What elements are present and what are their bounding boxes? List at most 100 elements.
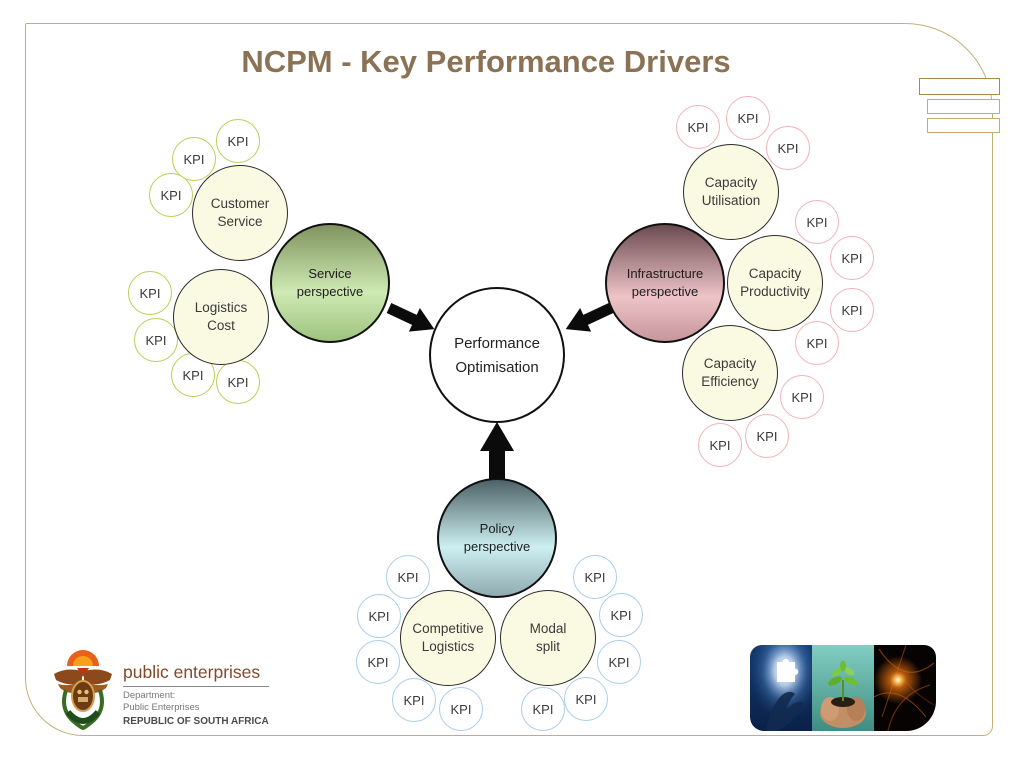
kpi-label: KPI [227,133,249,149]
kpi-label: KPI [687,119,709,135]
customer-service-circle: Customer Service [192,165,288,261]
kpi-circle-service: KPI [171,353,215,397]
photo-light-fibers [874,645,936,731]
kpi-circle-policy: KPI [386,555,430,599]
photo-strip [750,645,936,731]
kpi-circle-service: KPI [216,360,260,404]
policy-perspective-circle: Policy perspective [437,478,557,598]
kpi-label: KPI [709,437,731,453]
kpi-label: KPI [777,140,799,156]
service-perspective-circle: Service perspective [270,223,390,343]
kpi-label: KPI [160,187,182,203]
kpi-label: KPI [139,285,161,301]
competitive-logistics-circle: Competitive Logistics [400,590,496,686]
kpi-label: KPI [450,701,472,717]
kpi-circle-policy: KPI [439,687,483,731]
circle-label: Competitive [412,621,484,637]
kpi-label: KPI [145,332,167,348]
capacity-productivity-circle: Capacity Productivity [727,235,823,331]
circle-label: Capacity [748,266,802,282]
kpi-circle-infrastructure: KPI [830,288,874,332]
kpi-label: KPI [841,250,863,266]
kpi-circle-infrastructure: KPI [676,105,720,149]
kpi-label: KPI [806,214,828,230]
photo-plant-hands [812,645,874,731]
circle-label: Capacity [703,356,757,372]
slide-border [25,23,993,736]
kpi-label: KPI [403,692,425,708]
coat-of-arms-icon [54,650,112,731]
kpi-label: KPI [806,335,828,351]
kpi-label: KPI [227,374,249,390]
circle-label: Efficiency [701,374,759,389]
circle-label: perspective [463,539,531,554]
kpi-label: KPI [610,607,632,623]
photo-puzzle-hand [750,645,812,731]
kpi-circle-policy: KPI [564,677,608,721]
circle-label: Modal [529,621,567,637]
kpi-circle-policy: KPI [573,555,617,599]
kpi-circle-infrastructure: KPI [726,96,770,140]
kpi-circle-policy: KPI [356,640,400,684]
logo-text-block: public enterprises Department: Public En… [123,662,269,729]
circle-label: Logistics [194,300,248,316]
kpi-label: KPI [397,569,419,585]
kpi-label: KPI [841,302,863,318]
kpi-circle-policy: KPI [392,678,436,722]
circle-label: perspective [631,284,699,299]
modal-split-circle: Modal split [500,590,596,686]
kpi-label: KPI [532,701,554,717]
capacity-efficiency-circle: Capacity Efficiency [682,325,778,421]
kpi-circle-policy: KPI [521,687,565,731]
kpi-label: KPI [791,389,813,405]
kpi-label: KPI [367,654,389,670]
circle-label: Service [308,266,352,282]
kpi-circle-service: KPI [149,173,193,217]
logo-org-name: public enterprises [123,662,269,687]
circle-label: Cost [207,318,235,333]
kpi-circle-service: KPI [134,318,178,362]
kpi-circle-infrastructure: KPI [830,236,874,280]
kpi-circle-service: KPI [128,271,172,315]
kpi-circle-policy: KPI [357,594,401,638]
logo-country: REPUBLIC OF SOUTH AFRICA [123,715,269,727]
kpi-label: KPI [608,654,630,670]
circle-label: split [535,639,560,654]
circle-label: Performance [454,334,540,352]
kpi-label: KPI [183,151,205,167]
kpi-circle-infrastructure: KPI [795,200,839,244]
kpi-label: KPI [182,367,204,383]
kpi-circle-policy: KPI [597,640,641,684]
circle-label: perspective [296,284,364,299]
kpi-circle-infrastructure: KPI [745,414,789,458]
decor-bar-2 [927,99,1000,114]
kpi-label: KPI [368,608,390,624]
kpi-circle-infrastructure: KPI [766,126,810,170]
circle-label: Productivity [740,284,810,299]
circle-label: Infrastructure [626,266,704,282]
kpi-circle-infrastructure: KPI [795,321,839,365]
performance-optimisation-circle: Performance Optimisation [429,287,565,423]
logo-dept-name: Public Enterprises [123,702,200,714]
kpi-label: KPI [575,691,597,707]
page-title: NCPM - Key Performance Drivers [241,44,731,79]
circle-label: Policy [479,521,515,537]
circle-label: Optimisation [455,358,539,376]
kpi-circle-infrastructure: KPI [780,375,824,419]
circle-label: Utilisation [701,193,761,208]
kpi-label: KPI [756,428,778,444]
circle-label: Service [217,214,263,229]
kpi-label: KPI [737,110,759,126]
circle-label: Capacity [704,175,758,191]
circle-label: Customer [210,196,270,212]
department-logo: public enterprises Department: Public En… [52,650,269,738]
kpi-circle-service: KPI [216,119,260,163]
logistics-cost-circle: Logistics Cost [173,269,269,365]
decor-bar-3 [927,118,1000,133]
capacity-utilisation-circle: Capacity Utilisation [683,144,779,240]
kpi-circle-policy: KPI [599,593,643,637]
circle-label: Logistics [421,639,475,654]
kpi-label: KPI [584,569,606,585]
decor-bar-1 [919,78,1000,95]
